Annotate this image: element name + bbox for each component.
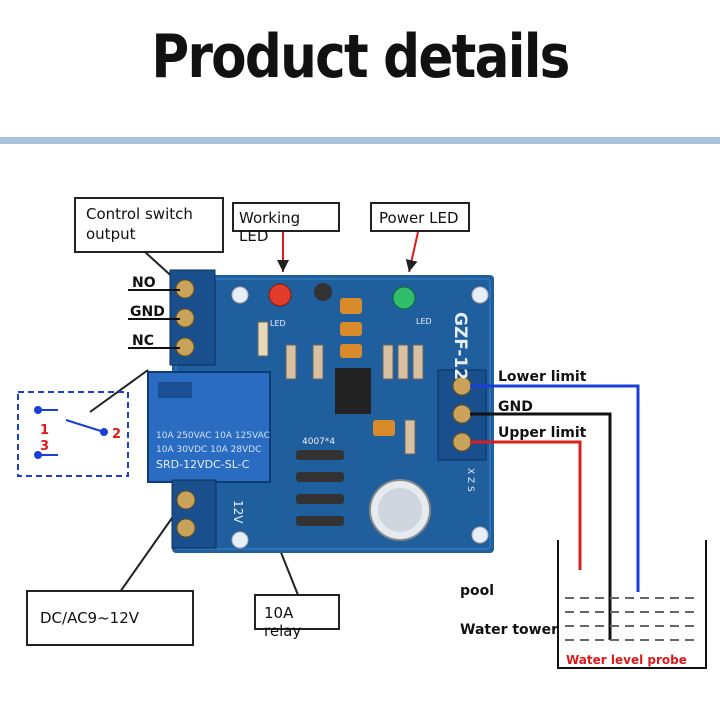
relay-rating-2: 10A 30VDC 10A 28VDC xyxy=(156,445,261,455)
terminal-no-label: NO xyxy=(132,275,156,291)
switch-diagram xyxy=(17,391,129,477)
lower-limit-label: Lower limit xyxy=(498,369,587,385)
led-mark: LED xyxy=(270,319,286,328)
ic-chip xyxy=(335,368,371,414)
board-model: GZF-12 xyxy=(450,312,470,380)
callout-relay: 10A relay xyxy=(254,594,340,640)
water-level-probe-label: Water level probe xyxy=(566,653,687,667)
terminal-gnd-label: GND xyxy=(130,304,165,320)
diode-label: 4007*4 xyxy=(302,437,335,447)
water-tank xyxy=(557,540,707,669)
leader-line xyxy=(119,517,173,593)
switch-pin-1: 1 xyxy=(40,423,49,438)
callout-power-led: Power LED xyxy=(370,202,470,232)
pool-label: pool xyxy=(460,583,495,599)
switch-pin-2: 2 xyxy=(112,427,121,442)
terminal-nc-label: NC xyxy=(132,333,154,349)
supply-mark: 12V xyxy=(231,500,245,524)
wire-upper-limit xyxy=(470,440,582,570)
relay-model: SRD-12VDC-SL-C xyxy=(156,458,250,471)
led-mark: LED xyxy=(416,317,432,326)
callout-control-switch: Control switch output xyxy=(74,197,224,253)
callout-working-led: Working LED xyxy=(232,202,340,245)
wire-lower-limit xyxy=(470,384,640,592)
relay-rating-1: 10A 250VAC 10A 125VAC xyxy=(156,431,270,441)
callout-supply: DC/AC9~12V xyxy=(26,590,194,646)
power-led-arrow xyxy=(405,231,419,273)
divider xyxy=(0,137,720,144)
xzs-mark: X Z S xyxy=(465,468,475,492)
gnd-label: GND xyxy=(498,399,533,415)
upper-limit-label: Upper limit xyxy=(498,425,587,441)
working-led xyxy=(268,283,292,307)
power-led xyxy=(392,286,416,310)
water-tower-label: Water tower xyxy=(460,622,558,638)
switch-pin-3: 3 xyxy=(40,439,49,454)
power-terminal-block xyxy=(171,479,217,549)
transistor xyxy=(314,283,332,301)
wire-gnd xyxy=(470,412,612,640)
page-title: Product details xyxy=(151,22,570,92)
